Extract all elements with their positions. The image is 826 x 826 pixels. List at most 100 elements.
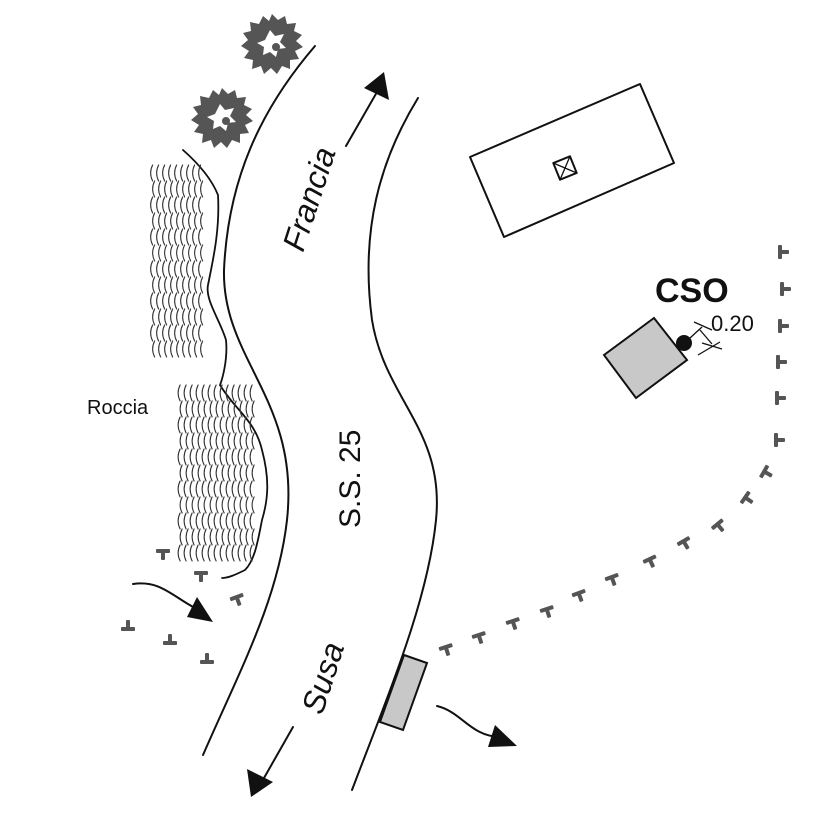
hatch-stroke xyxy=(192,164,196,182)
hatch-stroke xyxy=(158,212,162,230)
hatch-stroke xyxy=(198,196,202,214)
embankment-tick-icon xyxy=(758,464,776,483)
hatch-stroke xyxy=(170,244,174,262)
hatch-stroke xyxy=(158,308,162,326)
hatch-stroke xyxy=(162,292,166,310)
hatch-stroke xyxy=(251,464,255,482)
embankment-tick-icon xyxy=(642,554,660,571)
hatch-stroke xyxy=(233,432,237,450)
hatch-stroke xyxy=(152,212,156,230)
hatch-stroke xyxy=(225,448,229,466)
hatch-stroke xyxy=(201,384,205,402)
hatch-stroke xyxy=(243,448,247,466)
hatch-stroke xyxy=(243,480,247,498)
hatch-stroke xyxy=(227,496,231,514)
hatch-stroke xyxy=(156,196,160,214)
hatch-stroke xyxy=(170,212,174,230)
hatch-stroke xyxy=(225,512,229,530)
hatch-stroke xyxy=(150,196,154,214)
hatch-stroke xyxy=(243,384,247,402)
hatch-stroke xyxy=(195,544,199,562)
hatch-stroke xyxy=(177,512,181,530)
hatch-stroke xyxy=(186,260,190,278)
hatch-stroke xyxy=(203,464,207,482)
hatch-stroke xyxy=(179,432,183,450)
hatch-stroke xyxy=(191,496,195,514)
hatch-stroke xyxy=(180,260,184,278)
hatch-stroke xyxy=(164,308,168,326)
hatch-stroke xyxy=(174,164,178,182)
hatch-stroke xyxy=(174,292,178,310)
hatch-stroke xyxy=(188,308,192,326)
hatch-stroke xyxy=(219,512,223,530)
hatch-stroke xyxy=(177,480,181,498)
embankment-tick-icon xyxy=(156,549,170,560)
hatch-stroke xyxy=(180,292,184,310)
embankment-tick-icon xyxy=(780,282,791,296)
embankment-tick-icon xyxy=(229,592,247,608)
hatch-stroke xyxy=(189,512,193,530)
hatch-stroke xyxy=(225,480,229,498)
hatch-stroke xyxy=(207,416,211,434)
hatch-stroke xyxy=(209,400,213,418)
hatch-stroke xyxy=(215,528,219,546)
hatch-stroke xyxy=(156,228,160,246)
embankment-tick-icon xyxy=(739,490,757,509)
hatch-stroke xyxy=(243,544,247,562)
hatch-stroke xyxy=(186,324,190,342)
hatch-stroke xyxy=(201,512,205,530)
hatch-stroke xyxy=(182,276,186,294)
hatch-stroke xyxy=(201,416,205,434)
hatch-stroke xyxy=(176,308,180,326)
hatch-stroke xyxy=(215,496,219,514)
hatch-stroke xyxy=(203,432,207,450)
rock-outline xyxy=(182,149,269,579)
hatch-stroke xyxy=(188,340,192,358)
hatch-stroke xyxy=(188,244,192,262)
hatch-stroke xyxy=(213,544,217,562)
building xyxy=(469,83,675,238)
hatch-stroke xyxy=(239,400,243,418)
hatch-stroke xyxy=(219,544,223,562)
hatch-stroke xyxy=(239,528,243,546)
hatch-stroke xyxy=(207,544,211,562)
embankment-tick-icon xyxy=(775,391,786,405)
hatch-stroke xyxy=(183,480,187,498)
hatch-stroke xyxy=(203,496,207,514)
hatch-stroke xyxy=(162,164,166,182)
hatch-stroke xyxy=(188,212,192,230)
hatch-stroke xyxy=(192,196,196,214)
hatch-stroke xyxy=(207,384,211,402)
embankment-tick-icon xyxy=(676,535,695,553)
hatch-stroke xyxy=(194,308,198,326)
hatch-stroke xyxy=(185,400,189,418)
hatch-stroke xyxy=(243,512,247,530)
hatch-stroke xyxy=(158,180,162,198)
hatch-stroke xyxy=(249,416,253,434)
hatch-stroke xyxy=(188,276,192,294)
hatch-stroke xyxy=(158,276,162,294)
hatch-stroke xyxy=(245,432,249,450)
pipe-section-marks xyxy=(689,321,723,356)
hatch-stroke xyxy=(182,244,186,262)
hatch-stroke xyxy=(182,340,186,358)
hatch-stroke xyxy=(150,260,154,278)
hatch-stroke xyxy=(164,244,168,262)
hatch-stroke xyxy=(194,180,198,198)
hatch-stroke xyxy=(192,292,196,310)
hatch-stroke xyxy=(200,180,204,198)
hatch-stroke xyxy=(198,164,202,182)
hatch-stroke xyxy=(200,244,204,262)
hatch-stroke xyxy=(189,480,193,498)
hatch-stroke xyxy=(189,416,193,434)
hatch-stroke xyxy=(177,384,181,402)
hatch-stroke xyxy=(207,512,211,530)
hatch-stroke xyxy=(249,512,253,530)
hatch-stroke xyxy=(207,480,211,498)
hatch-stroke xyxy=(219,448,223,466)
hatch-stroke xyxy=(185,464,189,482)
embankment-tick-icon xyxy=(604,572,622,588)
hatch-stroke xyxy=(249,448,253,466)
hatch-stroke xyxy=(150,324,154,342)
